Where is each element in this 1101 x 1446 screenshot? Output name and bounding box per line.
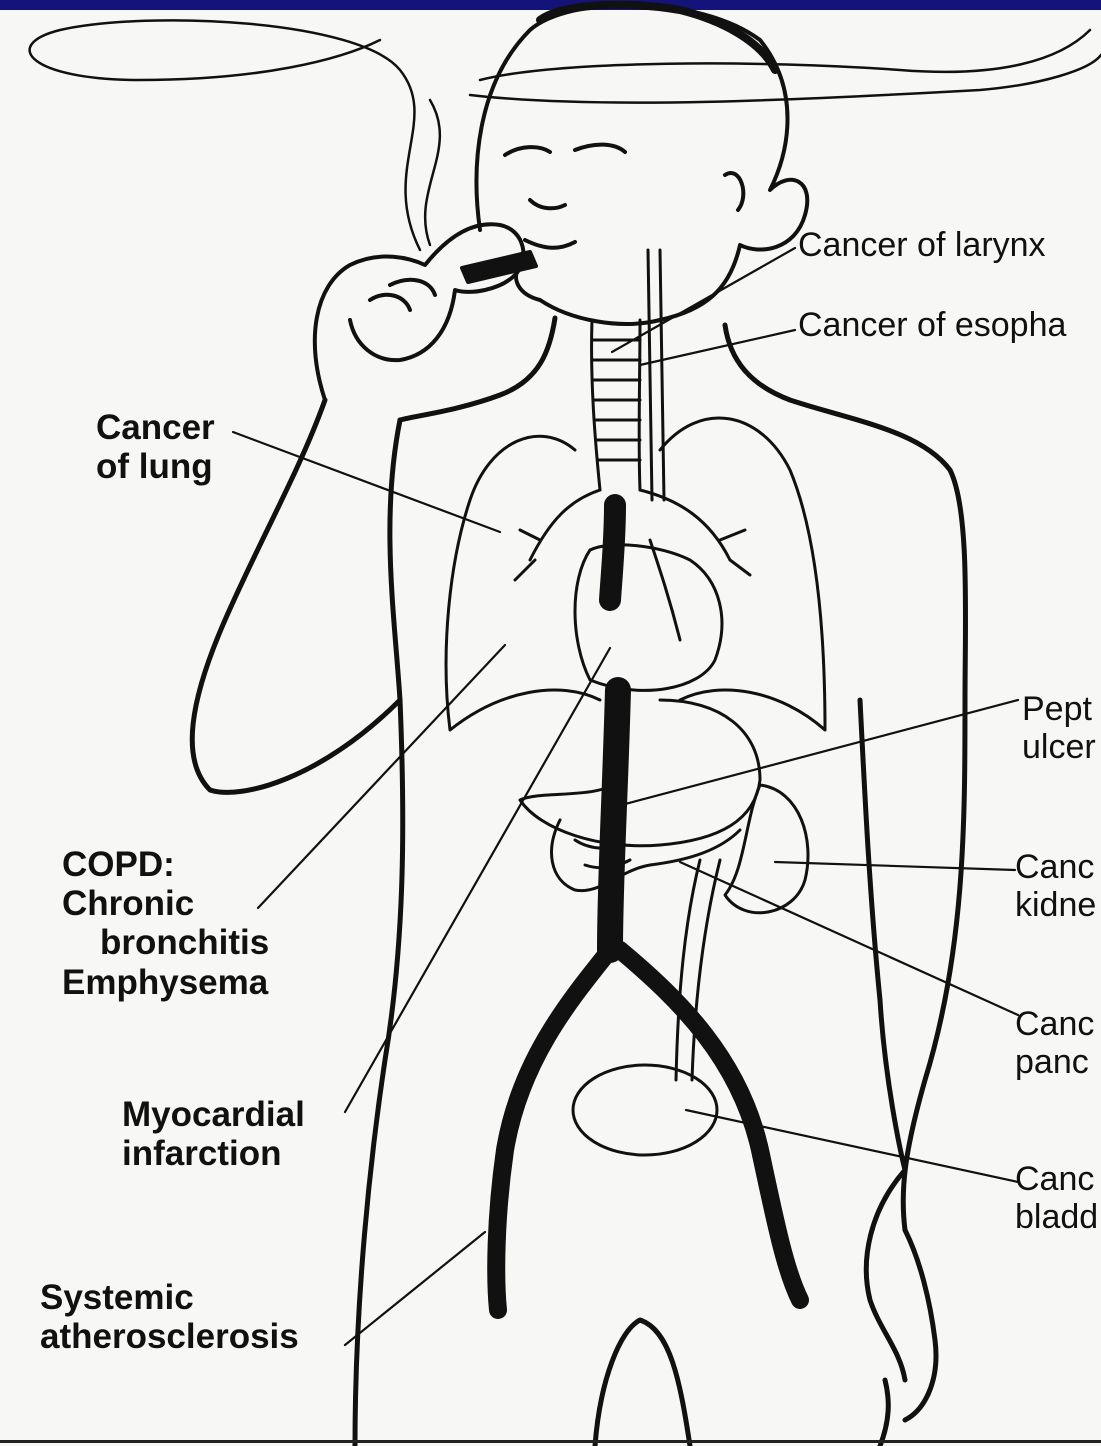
label-copd: COPD: Chronic bronchitis Emphysema [62,845,269,1002]
label-cancer-esophagus: Cancer of esopha [798,306,1066,344]
trachea-icon [592,250,664,500]
bottom-rule [0,1440,1101,1443]
aorta-icon [496,690,800,1310]
label-cancer-larynx: Cancer of larynx [798,226,1046,264]
head-outline [477,5,808,324]
stomach-icon [520,700,760,846]
bladder-icon [573,1065,717,1155]
heart-icon [575,505,722,690]
smoke-icon [30,20,1101,250]
hand-cigarette-icon [315,224,536,400]
pancreas-icon [552,820,740,891]
lungs-icon [446,418,825,730]
torso-outline [192,318,965,1446]
